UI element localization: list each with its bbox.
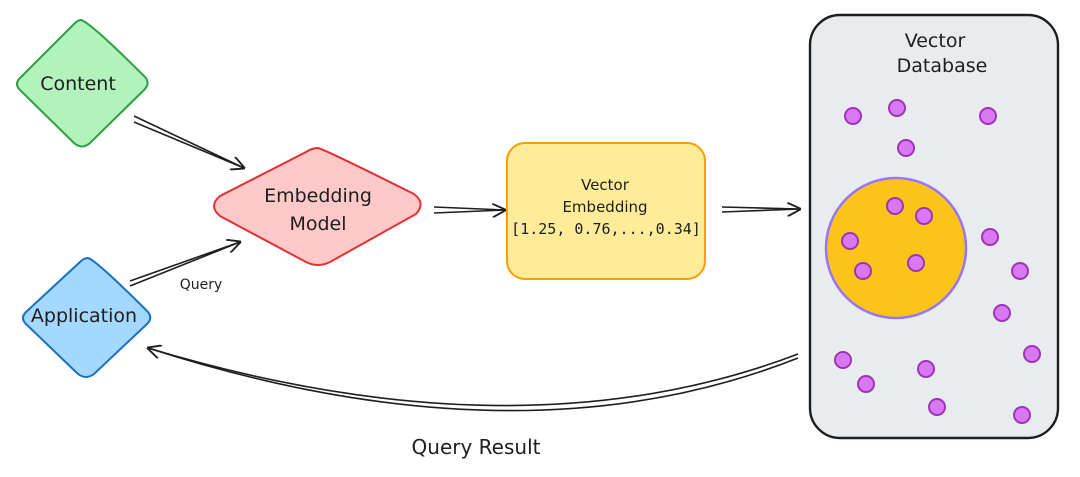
vector-point xyxy=(834,351,852,369)
query-edge-label: Query xyxy=(180,277,223,293)
edge-model-to-embedding xyxy=(433,207,505,213)
embedding-model-node: Embedding Model xyxy=(213,146,422,266)
edge-content-to-model xyxy=(133,115,244,168)
vector-point xyxy=(981,228,999,246)
edges xyxy=(129,115,800,412)
vector-database: Vector Database xyxy=(808,13,1060,440)
vector-point xyxy=(1013,406,1031,424)
vector-point xyxy=(993,304,1011,322)
embedding-model-label-line1: Embedding xyxy=(264,185,372,207)
vector-point xyxy=(979,107,997,125)
vector-embedding-node: Vector Embedding [1.25, 0.76,...,0.34] xyxy=(506,142,706,280)
vector-database-title-line2: Database xyxy=(897,55,988,77)
embedding-model-label-line2: Model xyxy=(289,213,346,235)
vector-point xyxy=(844,107,862,125)
vector-embedding-label-line2: Embedding xyxy=(562,198,647,216)
content-node: Content xyxy=(16,18,149,148)
edge-database-to-application xyxy=(148,348,799,412)
vector-point xyxy=(857,375,875,393)
vector-point xyxy=(854,262,872,280)
vector-point xyxy=(888,99,906,117)
vector-embedding-values: [1.25, 0.76,...,0.34] xyxy=(511,220,701,238)
vector-point xyxy=(917,360,935,378)
application-label: Application xyxy=(31,305,137,327)
vector-point xyxy=(897,139,915,157)
vector-point xyxy=(907,254,925,272)
vector-point xyxy=(928,398,946,416)
vector-database-title-line1: Vector xyxy=(905,30,966,52)
embedding-model-diamond xyxy=(213,146,422,266)
query-result-label: Query Result xyxy=(412,435,541,459)
vector-embedding-box xyxy=(506,142,706,280)
application-node: Application xyxy=(22,256,152,378)
vector-point xyxy=(1023,345,1041,363)
content-diamond xyxy=(16,18,149,148)
vector-embedding-label-line1: Vector xyxy=(581,176,630,194)
content-label: Content xyxy=(40,73,116,95)
vector-points xyxy=(834,99,1041,424)
edge-application-to-model xyxy=(129,242,240,287)
application-diamond xyxy=(22,256,152,378)
vector-point xyxy=(886,197,904,215)
edge-embedding-to-database xyxy=(721,207,800,212)
vector-point xyxy=(841,232,859,250)
vector-point xyxy=(915,207,933,225)
vector-point xyxy=(1011,262,1029,280)
